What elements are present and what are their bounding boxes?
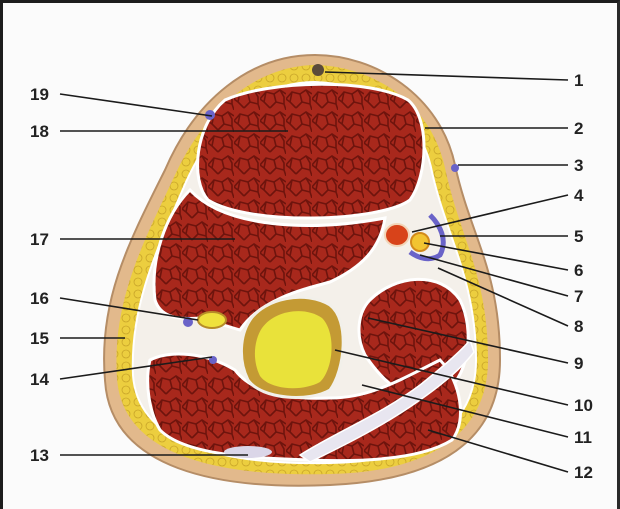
label-5: 5 (574, 227, 583, 246)
label-19: 19 (30, 85, 49, 104)
label-2: 2 (574, 119, 583, 138)
label-12: 12 (574, 463, 593, 482)
label-8: 8 (574, 317, 583, 336)
sciatic-nerve-region (224, 446, 272, 458)
label-1: 1 (574, 71, 583, 90)
label-4: 4 (574, 186, 584, 205)
vessel-dot-3 (451, 164, 459, 172)
label-6: 6 (574, 261, 583, 280)
label-13: 13 (30, 446, 49, 465)
rectus-femoris (198, 84, 424, 218)
profunda-vessel (198, 312, 226, 328)
label-17: 17 (30, 230, 49, 249)
label-10: 10 (574, 396, 593, 415)
femoral-artery (411, 233, 429, 251)
label-14: 14 (30, 370, 49, 389)
femoral-vein (385, 224, 409, 246)
label-16: 16 (30, 289, 49, 308)
leader-19 (60, 94, 212, 116)
label-9: 9 (574, 354, 583, 373)
label-11: 11 (574, 428, 592, 447)
label-18: 18 (30, 122, 49, 141)
vessel-dot-1 (312, 64, 324, 76)
label-7: 7 (574, 287, 583, 306)
label-15: 15 (30, 329, 49, 348)
label-3: 3 (574, 156, 583, 175)
